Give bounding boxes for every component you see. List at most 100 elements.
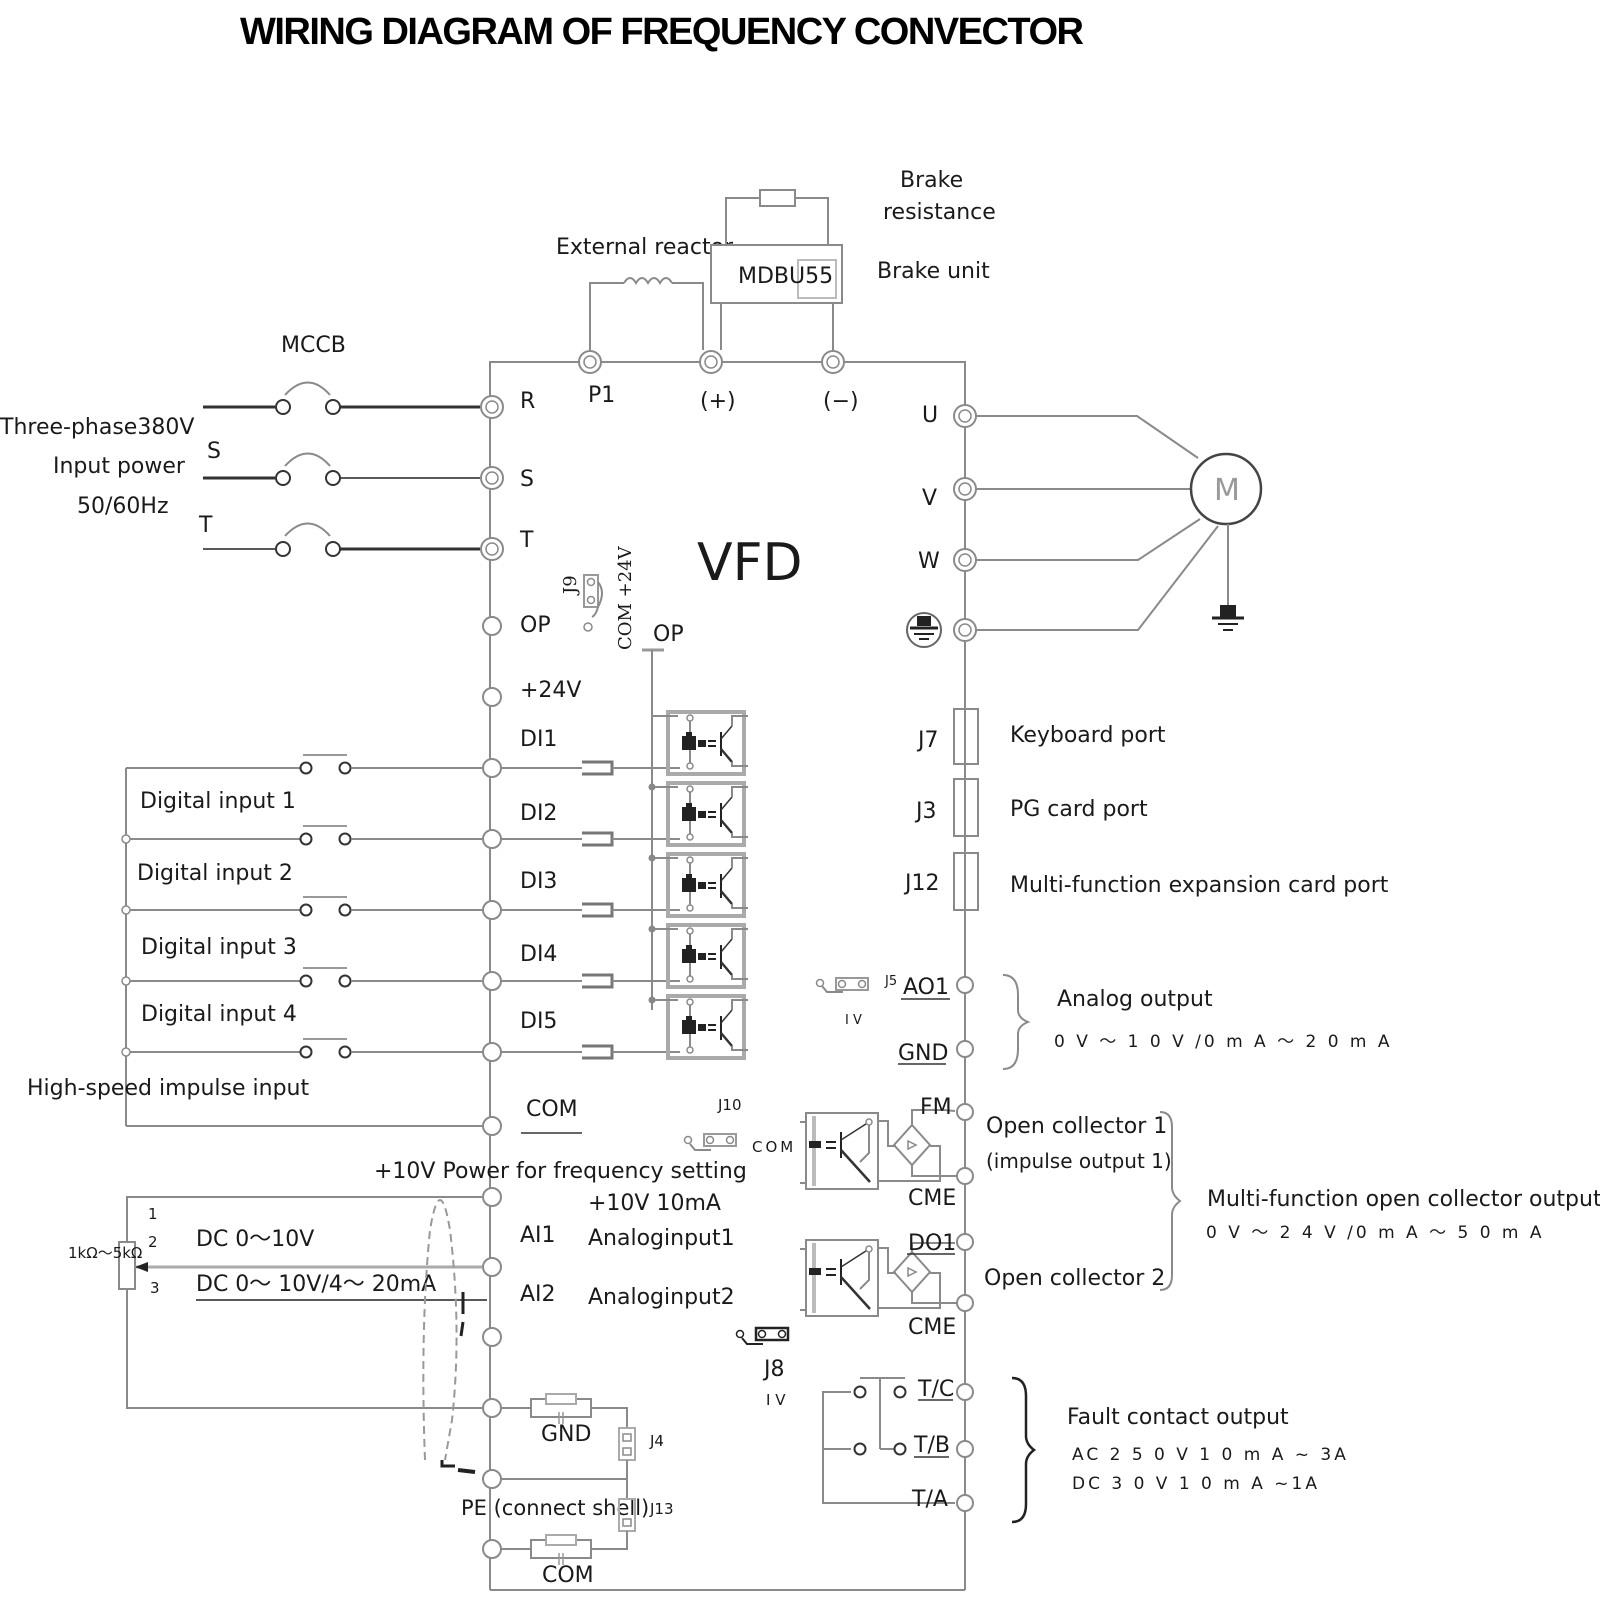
svg-text:DO1: DO1	[908, 1231, 956, 1256]
optocoupler-blocks	[501, 710, 748, 1060]
terminal-ao-gnd: GND	[898, 1040, 974, 1066]
jumper-j8[interactable]: J8 I V	[735, 1326, 790, 1409]
jumper-j5[interactable]: J5 I V	[815, 974, 898, 1028]
svg-text:P1: P1	[588, 383, 615, 408]
svg-text:T/C: T/C	[917, 1377, 954, 1402]
svg-text:J8: J8	[762, 1357, 785, 1382]
svg-text:OP: OP	[520, 613, 551, 638]
expansion-card-port-label: Multi-function expansion card port	[1010, 873, 1389, 898]
digital-input-2-label: Digital input 2	[137, 861, 293, 886]
terminal-fm: FM	[920, 1095, 974, 1121]
svg-text:S: S	[520, 467, 534, 492]
jumper-j9[interactable]: J9 COM +24V	[560, 545, 636, 650]
motor-ground-icon	[1212, 605, 1244, 631]
svg-text:DI2: DI2	[520, 801, 557, 826]
svg-text:J7: J7	[916, 728, 939, 753]
svg-text:COM: COM	[752, 1138, 796, 1156]
pg-card-port-label: PG card port	[1010, 797, 1148, 822]
di-row-5: DI5 High-speed impulse input	[27, 1009, 557, 1101]
svg-text:(+): (+)	[700, 389, 736, 414]
di-row-4: DI4 Digital input 4	[121, 942, 557, 1027]
terminal-cme-2: CME	[908, 1294, 974, 1340]
op-bus-label: OP	[653, 622, 684, 647]
optocoupler-icon	[666, 852, 746, 918]
terminal-pe	[953, 618, 977, 642]
svg-text:J12: J12	[903, 871, 939, 896]
input-connector-icon	[582, 831, 614, 847]
terminal-pe-shell	[482, 1469, 502, 1489]
svg-text:+24V: +24V	[520, 678, 581, 703]
svg-text:(−): (−)	[823, 389, 859, 414]
terminal-24v: +24V	[482, 678, 581, 707]
svg-text:DI1: DI1	[520, 727, 557, 752]
jumper-j10[interactable]: J10 COM	[683, 1096, 797, 1156]
terminal-ai2: AI2 Analoginput2	[482, 1282, 735, 1347]
jumper-j4[interactable]: J4	[618, 1427, 664, 1461]
open-collector-1-sub: (impulse output 1)	[986, 1149, 1172, 1173]
svg-text:T/B: T/B	[913, 1433, 950, 1458]
svg-text:W: W	[918, 549, 940, 574]
terminal-v: V	[922, 477, 977, 511]
potentiometer-range: 1kΩ～5kΩ	[68, 1244, 142, 1262]
terminal-com: COM	[482, 1097, 582, 1136]
digital-input-4-label: Digital input 4	[141, 1002, 297, 1027]
external-reactor-label: External reactor	[556, 235, 734, 260]
input-power-line-3: 50/60Hz	[77, 494, 169, 519]
power-input: Three-phase380V Input power 50/60Hz MCCB…	[0, 333, 480, 557]
fault-output-section: T/C T/B T/A Fault contact output AC 2 5 …	[822, 1376, 1346, 1524]
mccb-label: MCCB	[281, 333, 346, 358]
j9-positions: COM +24V	[615, 545, 636, 650]
power-for-frequency-label: +10V Power for frequency setting	[374, 1159, 747, 1184]
terminal-di3	[482, 900, 502, 920]
svg-text:1: 1	[148, 1205, 158, 1223]
port-j3: J3 PG card port	[914, 778, 1148, 837]
svg-text:I V: I V	[766, 1391, 786, 1409]
brake-unit-model: MDBU55	[738, 264, 833, 289]
phase-label-s: S	[207, 439, 221, 464]
terminal-dc-minus: (−)	[821, 350, 859, 414]
terminal-t: T	[480, 528, 534, 561]
high-speed-impulse-label: High-speed impulse input	[27, 1076, 309, 1101]
terminal-do1: DO1	[907, 1231, 974, 1256]
open-collector-section: J10 COM	[683, 1095, 1600, 1340]
analog-output-section: J5 I V AO1 GND Analog output 0 V ～ 1 0 V…	[815, 974, 1390, 1070]
optocoupler-icon	[666, 994, 746, 1060]
ground-icon	[906, 612, 942, 648]
breaker-r-icon	[284, 381, 331, 396]
breaker-contact-icon	[325, 399, 341, 415]
svg-text:U: U	[922, 403, 938, 428]
svg-text:T/A: T/A	[911, 1487, 948, 1512]
svg-text:V: V	[922, 486, 937, 511]
svg-text:DI3: DI3	[520, 869, 557, 894]
brace-icon	[1002, 974, 1031, 1070]
terminal-w: W	[918, 548, 977, 574]
analog-input-1-label: Analoginput1	[588, 1226, 735, 1251]
terminal-op: OP	[482, 613, 551, 638]
open-collector-1-label: Open collector 1	[986, 1114, 1167, 1139]
terminal-di1	[482, 758, 502, 778]
svg-text:J3: J3	[914, 799, 937, 824]
terminal-di4	[482, 971, 502, 991]
terminal-r: R	[480, 389, 535, 419]
terminal-cme-1: CME	[908, 1167, 974, 1211]
breaker-s-icon	[284, 452, 331, 467]
terminal-10v	[482, 1187, 502, 1207]
vfd-label: VFD	[697, 533, 803, 593]
svg-text:2: 2	[148, 1233, 158, 1251]
shield-cable-icon	[422, 1199, 458, 1461]
open-collector-1-circuit	[800, 1109, 957, 1190]
svg-text:T: T	[519, 528, 534, 553]
diagram-title: WIRING DIAGRAM OF FREQUENCY CONVECTOR	[240, 11, 1084, 53]
brake-resistance-line-2: resistance	[883, 200, 996, 225]
terminal-com-bottom	[482, 1539, 502, 1559]
digital-input-3-label: Digital input 3	[141, 935, 297, 960]
svg-text:CME: CME	[908, 1315, 956, 1340]
breaker-contact-icon	[275, 399, 291, 415]
fault-spec-dc: DC 3 0 V 1 0 m A ~1A	[1072, 1474, 1320, 1494]
ai1-range-label: DC 0～10V	[196, 1227, 314, 1252]
motor-symbol: M	[1189, 452, 1263, 526]
di-row-3: DI3 Digital input 3	[121, 869, 557, 960]
input-connector-icon	[582, 760, 614, 776]
terminal-tb: T/B	[913, 1433, 974, 1458]
